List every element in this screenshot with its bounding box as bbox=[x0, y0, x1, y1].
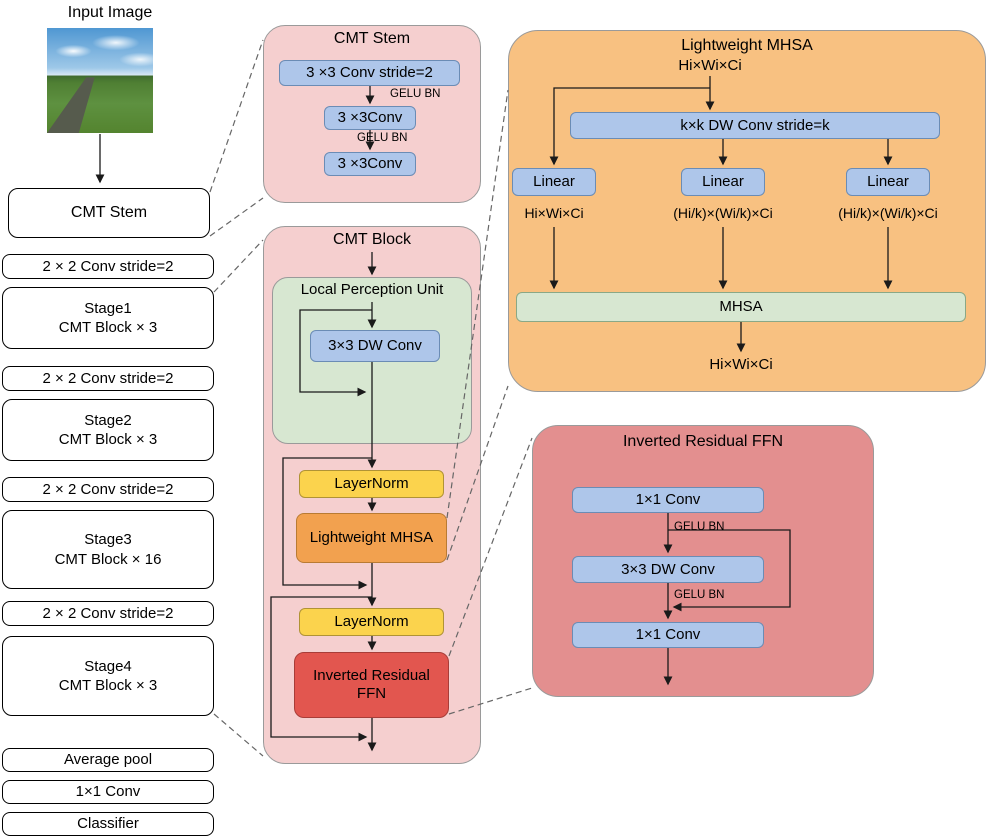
mhsa-core-box: MHSA bbox=[516, 292, 966, 322]
local-perception-unit-title: Local Perception Unit bbox=[300, 281, 444, 298]
stem-gelu-bn2-label: GELU BN bbox=[357, 132, 408, 144]
lpu-dw-conv-label: 3×3 DW Conv bbox=[328, 337, 422, 354]
mhsa-dim2-label: (Hi/k)×(Wi/k)×Ci bbox=[673, 205, 773, 221]
final-conv-label: 1×1 Conv bbox=[75, 783, 141, 801]
stage3-name: Stage3 bbox=[84, 531, 132, 548]
stem-gelu-bn1-label: GELU BN bbox=[390, 88, 441, 100]
avg-pool-label: Average pool bbox=[63, 751, 153, 769]
linear1-label: Linear bbox=[533, 173, 575, 190]
linear2-label: Linear bbox=[702, 173, 744, 190]
ffn-label-line1: Inverted Residual bbox=[313, 667, 430, 684]
stem-conv2-box: 3 ×3Conv bbox=[324, 106, 416, 130]
mhsa-detail-container bbox=[508, 30, 986, 392]
ffn-conv2-box: 1×1 Conv bbox=[572, 622, 764, 648]
downsample4-box: 2 × 2 Conv stride=2 bbox=[2, 601, 214, 626]
stem-detail-title: CMT Stem bbox=[333, 30, 411, 47]
stem-conv3-box: 3 ×3Conv bbox=[324, 152, 416, 176]
mhsa-input-dim-label: Hi×Wi×Ci bbox=[678, 57, 742, 74]
linear1-box: Linear bbox=[512, 168, 596, 196]
ffn-conv1-box: 1×1 Conv bbox=[572, 487, 764, 513]
stage1-box: Stage1 CMT Block × 3 bbox=[2, 287, 214, 349]
mhsa-dw-conv-box: k×k DW Conv stride=k bbox=[570, 112, 940, 139]
stage2-blocks: CMT Block × 3 bbox=[58, 431, 158, 448]
layernorm2-box: LayerNorm bbox=[299, 608, 444, 636]
ffn-gelu-bn1-label: GELU BN bbox=[674, 521, 725, 533]
linear3-label: Linear bbox=[867, 173, 909, 190]
ffn-conv1-label: 1×1 Conv bbox=[635, 491, 701, 508]
avg-pool-box: Average pool bbox=[2, 748, 214, 772]
stem-box: CMT Stem bbox=[8, 188, 210, 238]
lightweight-mhsa-box: Lightweight MHSA bbox=[296, 513, 447, 563]
layernorm1-box: LayerNorm bbox=[299, 470, 444, 498]
linear3-box: Linear bbox=[846, 168, 930, 196]
stage4-blocks: CMT Block × 3 bbox=[58, 677, 158, 694]
lightweight-mhsa-label: Lightweight MHSA bbox=[309, 529, 434, 546]
stage1-blocks: CMT Block × 3 bbox=[58, 319, 158, 336]
ffn-gelu-bn2-label: GELU BN bbox=[674, 589, 725, 601]
downsample2-label: 2 × 2 Conv stride=2 bbox=[42, 369, 174, 387]
mhsa-detail-title: Lightweight MHSA bbox=[681, 37, 813, 54]
mhsa-core-label: MHSA bbox=[719, 298, 763, 315]
downsample2-box: 2 × 2 Conv stride=2 bbox=[2, 366, 214, 391]
stage1-name: Stage1 bbox=[84, 299, 132, 317]
ffn-label-line2: FFN bbox=[356, 685, 387, 702]
final-conv-box: 1×1 Conv bbox=[2, 780, 214, 804]
downsample1-box: 2 × 2 Conv stride=2 bbox=[2, 254, 214, 279]
ffn-detail-title: Inverted Residual FFN bbox=[622, 433, 784, 450]
classifier-label: Classifier bbox=[77, 815, 139, 833]
stage2-box: Stage2 CMT Block × 3 bbox=[2, 399, 214, 461]
inverted-residual-ffn-box: Inverted Residual FFN bbox=[294, 652, 449, 718]
stage4-box: Stage4 CMT Block × 3 bbox=[2, 636, 214, 716]
lpu-dw-conv-box: 3×3 DW Conv bbox=[310, 330, 440, 362]
linear2-box: Linear bbox=[681, 168, 765, 196]
stem-conv1-label: 3 ×3 Conv stride=2 bbox=[306, 64, 433, 81]
stage3-blocks: CMT Block × 16 bbox=[54, 550, 162, 568]
classifier-box: Classifier bbox=[2, 812, 214, 836]
downsample3-label: 2 × 2 Conv stride=2 bbox=[42, 480, 174, 498]
downsample4-label: 2 × 2 Conv stride=2 bbox=[42, 604, 174, 622]
layernorm2-label: LayerNorm bbox=[334, 613, 409, 630]
input-image-label: Input Image bbox=[67, 4, 153, 21]
mhsa-dim3-label: (Hi/k)×(Wi/k)×Ci bbox=[838, 205, 938, 221]
ffn-conv2-label: 1×1 Conv bbox=[635, 626, 701, 643]
stem-conv1-box: 3 ×3 Conv stride=2 bbox=[279, 60, 460, 86]
block-detail-title: CMT Block bbox=[333, 231, 411, 248]
ffn-dw-conv-box: 3×3 DW Conv bbox=[572, 556, 764, 583]
stage4-name: Stage4 bbox=[84, 657, 132, 675]
layernorm1-label: LayerNorm bbox=[334, 475, 409, 492]
downsample3-box: 2 × 2 Conv stride=2 bbox=[2, 477, 214, 502]
ffn-dw-conv-label: 3×3 DW Conv bbox=[621, 560, 715, 578]
mhsa-dim1-label: Hi×Wi×Ci bbox=[524, 205, 584, 221]
stage2-name: Stage2 bbox=[84, 411, 132, 429]
stem-box-label: CMT Stem bbox=[70, 203, 148, 221]
downsample1-label: 2 × 2 Conv stride=2 bbox=[42, 257, 174, 275]
input-image bbox=[47, 28, 153, 133]
input-image-path bbox=[47, 77, 95, 133]
mhsa-output-dim-label: Hi×Wi×Ci bbox=[709, 356, 773, 373]
mhsa-dw-conv-label: k×k DW Conv stride=k bbox=[680, 116, 830, 134]
stem-conv2-label: 3 ×3Conv bbox=[337, 109, 403, 126]
stem-conv3-label: 3 ×3Conv bbox=[337, 155, 403, 172]
stage3-box: Stage3 CMT Block × 16 bbox=[2, 510, 214, 589]
